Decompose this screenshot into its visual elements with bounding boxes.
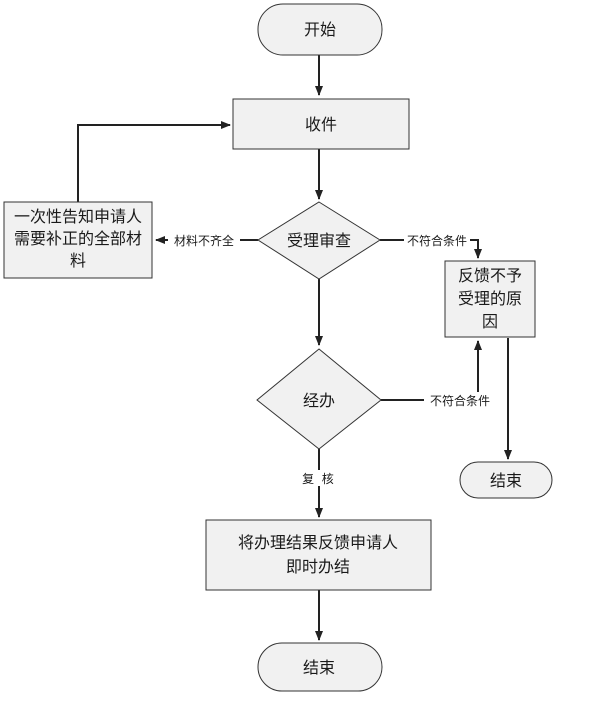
end-bottom-node (257, 642, 383, 692)
edge-process-reject (381, 340, 482, 401)
notify-label-line3: 料 (70, 251, 86, 270)
incomplete-edge-label: 材料不齐全 (174, 233, 234, 248)
review-decision (257, 201, 381, 280)
end-right-node (459, 461, 553, 499)
not-eligible-1-label-bg (404, 232, 470, 248)
review-label: 受理审查 (287, 231, 351, 250)
notify-label-line2: 需要补正的全部材 (14, 229, 142, 248)
reject-node (444, 260, 536, 338)
incomplete-label-bg (168, 232, 240, 248)
notify-node (3, 201, 153, 279)
reject-label-line3: 因 (482, 312, 498, 331)
process-label: 经办 (303, 391, 335, 410)
receive-label: 收件 (305, 115, 337, 134)
notify-label-line1: 一次性告知申请人 (14, 207, 142, 226)
result-node (205, 519, 432, 591)
end-right-label: 结束 (490, 471, 522, 490)
recheck-edge-label: 复 核 (302, 472, 334, 486)
start-label: 开始 (304, 20, 336, 39)
reject-label-line1: 反馈不予 (458, 266, 522, 285)
end-bottom-label: 结束 (303, 658, 335, 677)
result-label-line1: 将办理结果反馈申请人 (238, 533, 398, 552)
receive-node (232, 98, 410, 150)
not-eligible-edge-label-2: 不符合条件 (430, 393, 490, 408)
result-label-line2: 即时办结 (286, 557, 350, 576)
process-decision (256, 348, 382, 450)
edge-notify-receive (77, 121, 231, 202)
reject-label-line2: 受理的原 (458, 289, 522, 308)
not-eligible-edge-label-1: 不符合条件 (407, 233, 467, 248)
recheck-label-bg (295, 470, 343, 486)
start-node (257, 3, 383, 56)
not-eligible-2-label-bg (424, 392, 496, 408)
